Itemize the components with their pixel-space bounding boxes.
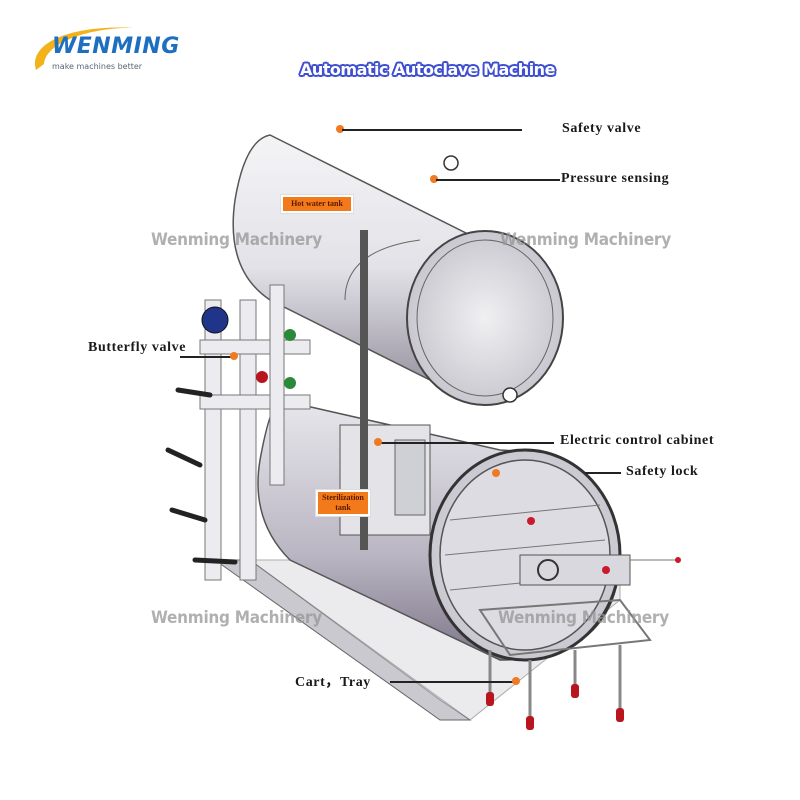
page-title: Automatic Autoclave Machine xyxy=(300,60,555,79)
leader-butterfly-valve xyxy=(180,356,232,358)
tag-hot-water-tank: Hot water tank xyxy=(281,195,353,213)
label-cart-tray: Cart，Tray xyxy=(295,675,371,690)
leader-pressure-sensing xyxy=(436,179,560,181)
label-pressure-sensing: Pressure sensing xyxy=(561,171,670,186)
logo-brand: WENMING xyxy=(52,34,180,59)
watermark: Wenming Machinery xyxy=(500,230,671,250)
marker-pressure-sensing xyxy=(430,175,438,183)
logo-tagline: make machines better xyxy=(52,62,143,71)
tag-sterilization-tank: Sterilization tank xyxy=(316,490,370,516)
marker-cart-tray xyxy=(512,677,520,685)
label-electric-control-cabinet: Electric control cabinet xyxy=(560,433,715,448)
marker-safety-valve xyxy=(336,125,344,133)
leader-safety-valve xyxy=(342,129,522,131)
label-safety-lock: Safety lock xyxy=(626,464,699,479)
marker-electric-control-cabinet xyxy=(374,438,382,446)
leader-safety-lock xyxy=(585,472,621,474)
marker-safety-lock xyxy=(492,469,500,477)
watermark: Wenming Machinery xyxy=(151,608,322,628)
leader-electric-control-cabinet xyxy=(378,442,554,444)
label-butterfly-valve: Butterfly valve xyxy=(88,340,187,355)
watermark: Wenming Machinery xyxy=(151,230,322,250)
logo-swoosh-icon xyxy=(34,27,138,70)
label-safety-valve: Safety valve xyxy=(562,121,642,136)
marker-butterfly-valve xyxy=(230,352,238,360)
watermark: Wenming Machinery xyxy=(498,608,669,628)
leader-cart-tray xyxy=(390,681,514,683)
